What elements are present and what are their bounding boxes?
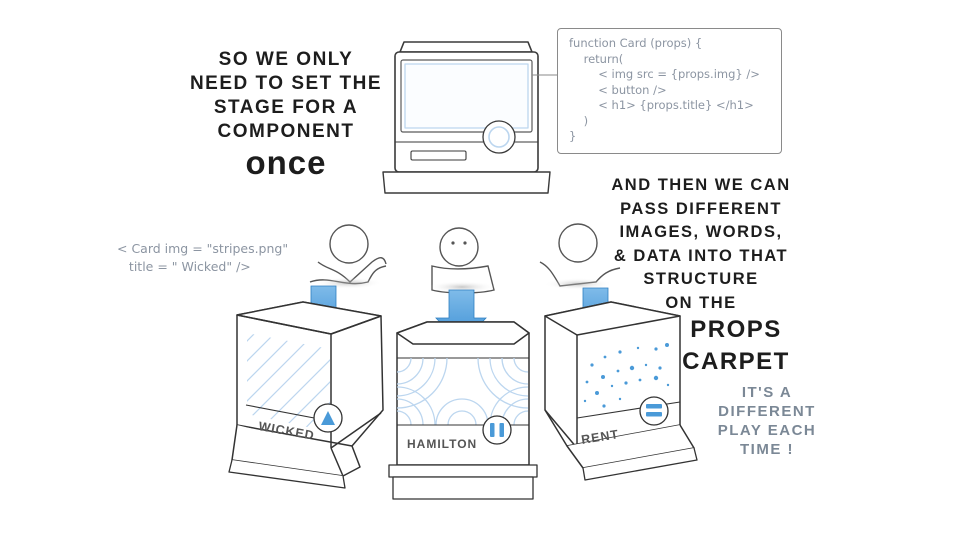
code-line: return( — [569, 51, 624, 66]
card-title-rent: RENT — [580, 427, 620, 447]
intro-line: STAGE FOR A — [213, 97, 359, 118]
explanation-line: AND THEN WE CAN — [611, 176, 791, 194]
intro-line: NEED TO SET THE — [189, 73, 383, 94]
equals-icon — [646, 404, 662, 417]
code-line: < button /> — [569, 82, 667, 97]
pause-icon — [490, 423, 504, 437]
usage-line: < Card img = "stripes.png" — [117, 241, 289, 256]
props-explanation: AND THEN WE CAN PASS DIFFERENT IMAGES, W… — [566, 177, 836, 382]
component-usage: < Card img = "stripes.png" title = " Wic… — [117, 240, 288, 276]
card-title-hamilton: HAMILTON — [407, 437, 477, 451]
stage-computer — [382, 41, 557, 194]
code-line: ) — [569, 113, 589, 128]
aside-line: DIFFERENT — [718, 403, 816, 420]
intro-line: SO WE ONLY — [218, 49, 354, 70]
code-snippet: function Card (props) { return( < img sr… — [557, 28, 782, 154]
intro-emphasis: once — [245, 144, 327, 181]
intro-heading: SO WE ONLY NEED TO SET THE STAGE FOR A C… — [181, 50, 391, 184]
code-line: < h1> {props.title} </h1> — [569, 98, 754, 112]
explanation-line: IMAGES, WORDS, — [619, 223, 783, 241]
aside-line: PLAY EACH — [717, 422, 817, 439]
explanation-line: & DATA INTO THAT — [613, 246, 789, 265]
explanation-emphasis: CARPET — [682, 348, 790, 375]
explanation-line: STRUCTURE — [643, 270, 759, 288]
code-line: < img src = {props.img} /> — [569, 67, 760, 81]
actor-figures — [309, 223, 621, 294]
explanation-line: ON THE — [665, 293, 737, 312]
code-line: } — [569, 129, 577, 143]
play-icon — [321, 411, 335, 425]
explanation-emphasis: PROPS — [690, 316, 782, 343]
intro-line: COMPONENT — [217, 121, 355, 142]
usage-line: title = " Wicked" /> — [117, 259, 251, 274]
aside-line: IT'S A — [741, 384, 793, 401]
actor-wicked — [309, 224, 387, 285]
aside-line: TIME ! — [740, 441, 794, 458]
card-rent — [544, 301, 698, 481]
card-wicked — [228, 301, 384, 489]
card-hamilton — [388, 321, 538, 500]
aside-note: IT'S A DIFFERENT PLAY EACH TIME ! — [707, 385, 827, 461]
code-line: function Card (props) { — [569, 36, 703, 50]
explanation-line: PASS DIFFERENT — [620, 199, 782, 218]
